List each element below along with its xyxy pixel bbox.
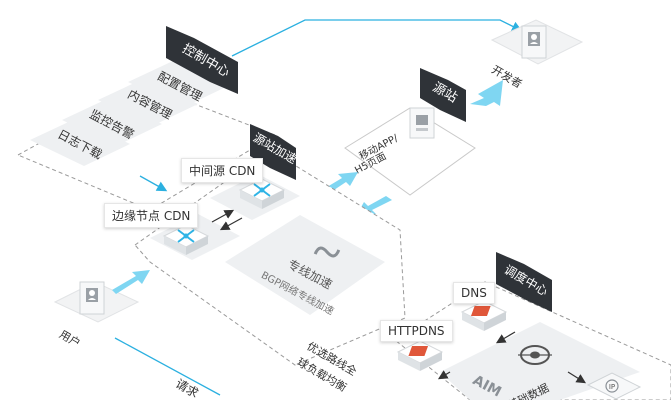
dns-node[interactable] — [460, 300, 508, 331]
arrow-httpdns — [437, 370, 451, 380]
arrow-edge-to-mid — [211, 209, 235, 223]
ip-label: IP — [609, 383, 615, 391]
scheduling-area — [440, 322, 640, 400]
dedicated-line-area — [225, 215, 385, 315]
arrow-user-edge — [112, 270, 150, 294]
control-center-panel — [16, 84, 277, 211]
user-node[interactable] — [53, 281, 140, 323]
acceleration-banner — [250, 124, 296, 180]
scheduling-banner — [496, 252, 552, 312]
origin-banner — [420, 68, 466, 122]
crosshair-target-icon — [518, 345, 552, 365]
menu-tile-monitor[interactable] — [62, 98, 162, 146]
edge-cdn-callout: 边缘节点 CDN — [104, 203, 199, 228]
arrow-developer-origin — [470, 80, 503, 106]
ip-node[interactable] — [586, 372, 642, 400]
arrow-ip — [567, 371, 587, 384]
arrow-mid-to-edge — [219, 217, 243, 231]
developer-node[interactable] — [490, 19, 584, 65]
dedicated-line-icon — [313, 246, 341, 258]
request-text: 请求 — [173, 376, 201, 400]
connector-user-request — [114, 337, 221, 396]
connector-control-accel — [139, 175, 168, 192]
mid-cdn-node[interactable] — [238, 178, 286, 209]
origin-app-icon — [409, 107, 435, 139]
control-center-banner — [166, 26, 238, 94]
menu-tile-content[interactable] — [98, 78, 198, 126]
menu-tile-config[interactable] — [128, 60, 228, 108]
connector-control-developer — [231, 19, 523, 57]
arrow-dns — [495, 331, 516, 344]
httpdns-node[interactable] — [396, 340, 444, 371]
edge-cdn-node[interactable] — [162, 224, 210, 255]
menu-tile-logs[interactable] — [30, 118, 130, 166]
user-label: 用户 — [57, 327, 83, 350]
control-center-menu: 配置管理 内容管理 监控告警 日志下载 — [30, 60, 228, 166]
httpdns-callout: HTTPDNS — [380, 320, 453, 342]
origin-panel — [344, 107, 476, 196]
mid-cdn-callout: 中间源 CDN — [181, 158, 264, 183]
dns-callout: DNS — [453, 282, 495, 304]
